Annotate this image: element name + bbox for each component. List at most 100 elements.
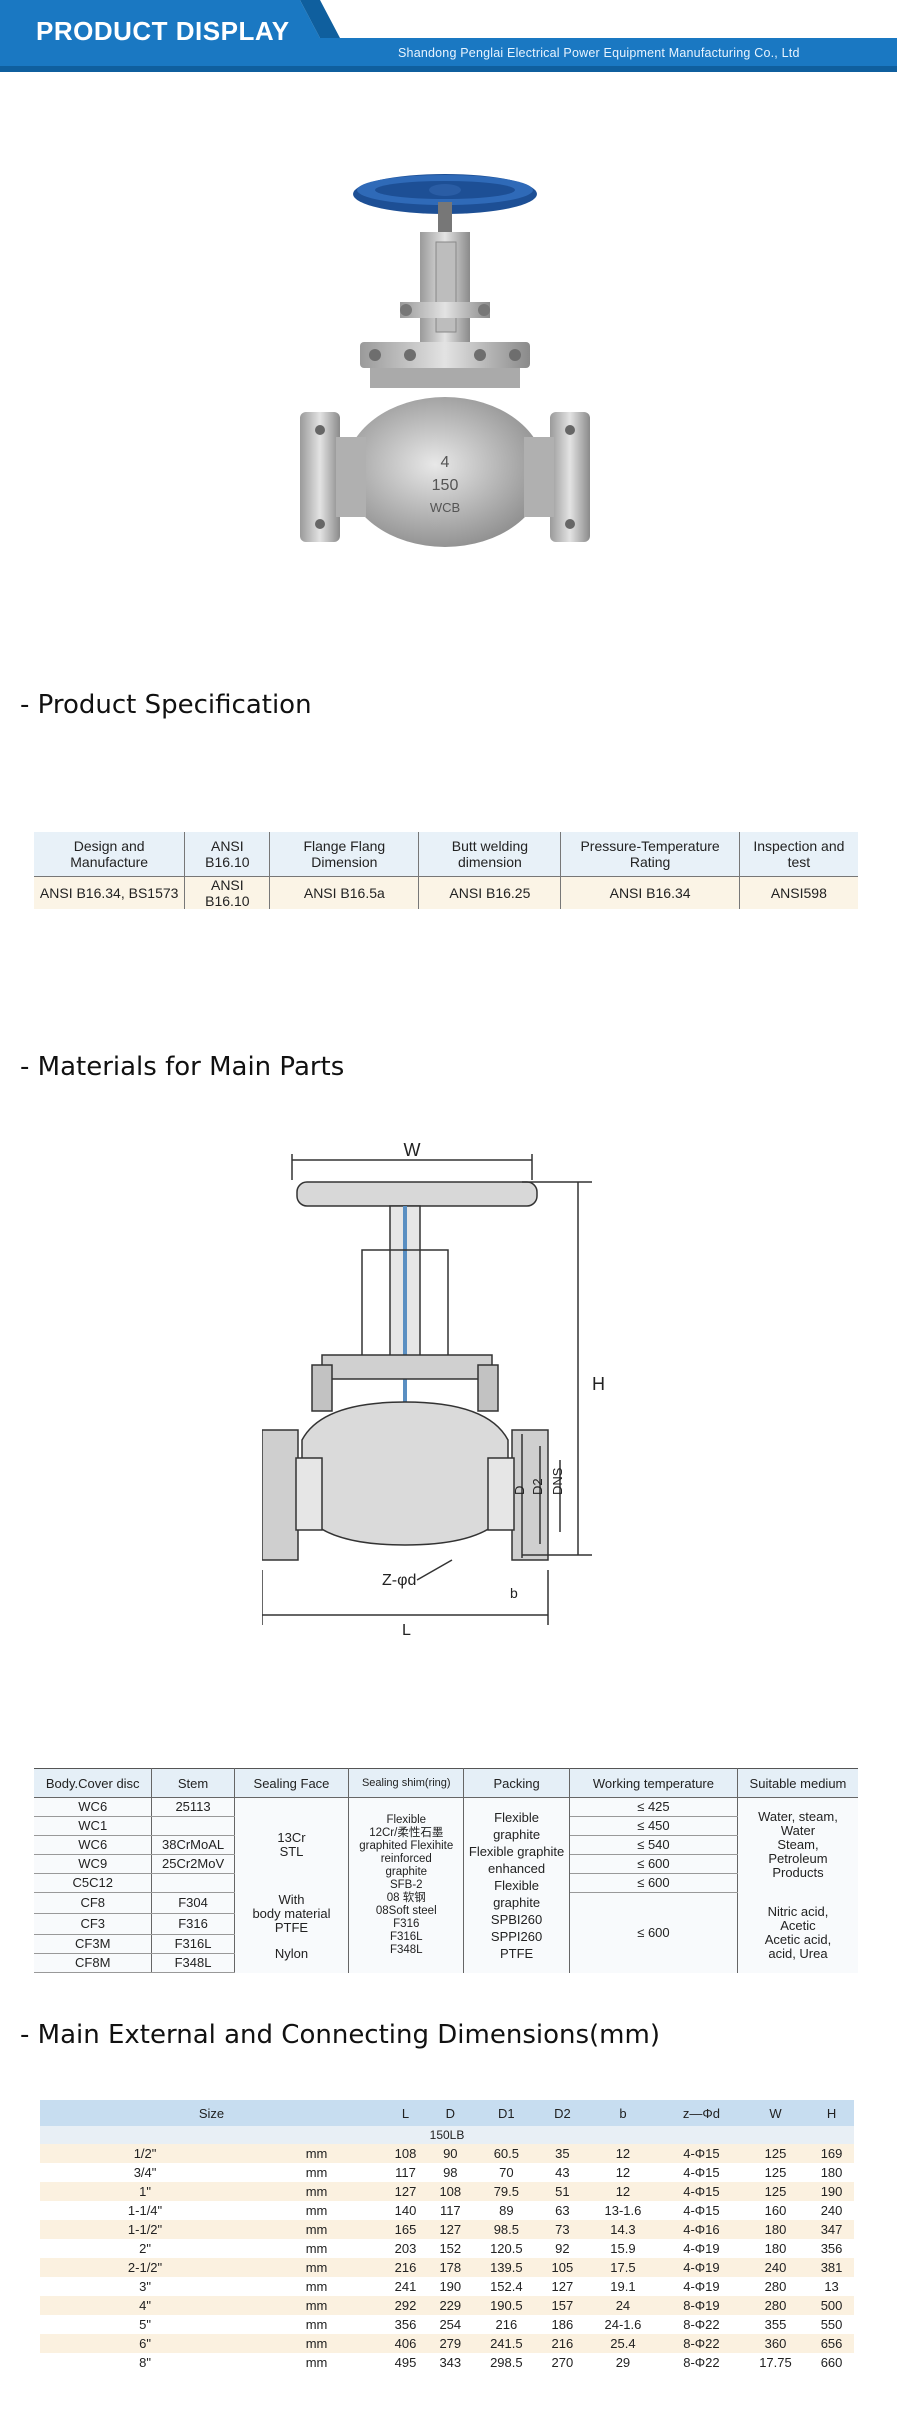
dim-cell: 270	[539, 2353, 585, 2372]
spec-header: Design and Manufacture	[34, 832, 186, 877]
dim-cell: 1-1/2"	[40, 2220, 251, 2239]
dim-cell: 13-1.6	[584, 2201, 662, 2220]
dim-cell: 98	[427, 2163, 473, 2182]
mat-stem: 25113	[151, 1797, 235, 1817]
dim-cell: 24-1.6	[584, 2315, 662, 2334]
mat-body: CF8	[34, 1892, 153, 1914]
mat-stem: 25Cr2MoV	[151, 1854, 235, 1874]
materials-heading: - Materials for Main Parts	[20, 1052, 345, 1082]
dimensions-heading: - Main External and Connecting Dimension…	[20, 2020, 660, 2050]
spec-cell: ANSI B16.34, BS1573	[34, 876, 186, 909]
dim-cell: 355	[741, 2315, 810, 2334]
mat-body: CF3M	[34, 1934, 153, 1954]
dim-cell: 550	[809, 2315, 854, 2334]
dim-cell: 356	[383, 2315, 428, 2334]
label-d2: D2	[530, 1478, 545, 1495]
label-l: L	[402, 1622, 411, 1639]
mat-header: Body.Cover disc	[34, 1768, 153, 1798]
dim-cell: 4-Φ19	[661, 2239, 742, 2258]
dim-cell: 139.5	[472, 2258, 540, 2277]
label-zd: Z-φd	[382, 1572, 416, 1589]
dim-cell: 165	[383, 2220, 428, 2239]
dim-cell: 12	[584, 2182, 662, 2201]
dim-cell: 4-Φ15	[661, 2182, 742, 2201]
dim-cell: mm	[250, 2315, 384, 2334]
spec-cell: ANSI B16.5a	[269, 876, 420, 909]
dim-cell: 180	[741, 2220, 810, 2239]
globe-valve-photo: 4 150 WCB	[300, 174, 590, 547]
dim-header: z—Φd	[661, 2100, 742, 2126]
dim-cell: 92	[539, 2239, 585, 2258]
mat-body: CF3	[34, 1913, 153, 1935]
mat-stem: 38CrMoAL	[151, 1835, 235, 1855]
dim-cell: mm	[250, 2296, 384, 2315]
dim-cell: mm	[250, 2163, 384, 2182]
dim-cell: 79.5	[472, 2182, 540, 2201]
dim-cell: 51	[539, 2182, 585, 2201]
dim-cell: 12	[584, 2163, 662, 2182]
dim-cell: 108	[383, 2144, 428, 2163]
mat-header: Working temperature	[569, 1768, 738, 1798]
dim-cell: 120.5	[472, 2239, 540, 2258]
materials-table: Body.Cover disc Stem Sealing Face Sealin…	[34, 1768, 858, 1973]
dim-cell: 105	[539, 2258, 585, 2277]
dim-cell: 229	[427, 2296, 473, 2315]
mat-temp: ≤ 540	[569, 1835, 738, 1855]
spec-header: Pressure-Temperature Rating	[560, 832, 740, 877]
dim-cell: 180	[741, 2239, 810, 2258]
mat-stem	[151, 1873, 235, 1893]
spec-cell: ANSI B16.34	[560, 876, 740, 909]
dim-cell: mm	[250, 2258, 384, 2277]
dim-cell: 89	[472, 2201, 540, 2220]
dim-cell: 190	[809, 2182, 854, 2201]
label-w: W	[404, 1140, 421, 1160]
header-banner: PRODUCT DISPLAY Shandong Penglai Electri…	[0, 0, 897, 72]
dim-cell: 347	[809, 2220, 854, 2239]
dim-cell: 117	[383, 2163, 428, 2182]
dim-cell: 25.4	[584, 2334, 662, 2353]
dim-cell: 125	[741, 2182, 810, 2201]
dim-header: Size	[40, 2100, 384, 2126]
dim-cell: 12	[584, 2144, 662, 2163]
dim-cell: 216	[472, 2315, 540, 2334]
dim-cell: 19.1	[584, 2277, 662, 2296]
dim-cell: 1-1/4"	[40, 2201, 251, 2220]
mat-stem: F348L	[151, 1953, 235, 1973]
dim-cell: 24	[584, 2296, 662, 2315]
dim-cell: 2-1/2"	[40, 2258, 251, 2277]
mat-stem	[151, 1816, 235, 1836]
dim-cell: 186	[539, 2315, 585, 2334]
spec-cell: ANSI B16.25	[418, 876, 562, 909]
spec-header: Butt welding dimension	[418, 832, 562, 877]
dim-cell: 4-Φ15	[661, 2144, 742, 2163]
mat-body: WC6	[34, 1797, 153, 1817]
dim-cell: 6"	[40, 2334, 251, 2353]
dim-cell: 17.75	[741, 2353, 810, 2372]
dim-cell: 406	[383, 2334, 428, 2353]
banner-background	[0, 0, 897, 72]
label-b: b	[510, 1585, 518, 1601]
dim-cell: 117	[427, 2201, 473, 2220]
dim-header: b	[584, 2100, 662, 2126]
mat-temp: ≤ 450	[569, 1816, 738, 1836]
pressure-class-label: 150LB	[40, 2126, 854, 2144]
dim-cell: 60.5	[472, 2144, 540, 2163]
dim-cell: 8-Φ22	[661, 2315, 742, 2334]
dim-cell: 125	[741, 2163, 810, 2182]
dim-cell: 4-Φ19	[661, 2258, 742, 2277]
spec-header: ANSI B16.10	[184, 832, 271, 877]
dim-cell: 127	[383, 2182, 428, 2201]
dim-header: D	[427, 2100, 473, 2126]
dim-cell: 660	[809, 2353, 854, 2372]
dim-cell: mm	[250, 2334, 384, 2353]
spec-header: Inspection and test	[739, 832, 858, 877]
